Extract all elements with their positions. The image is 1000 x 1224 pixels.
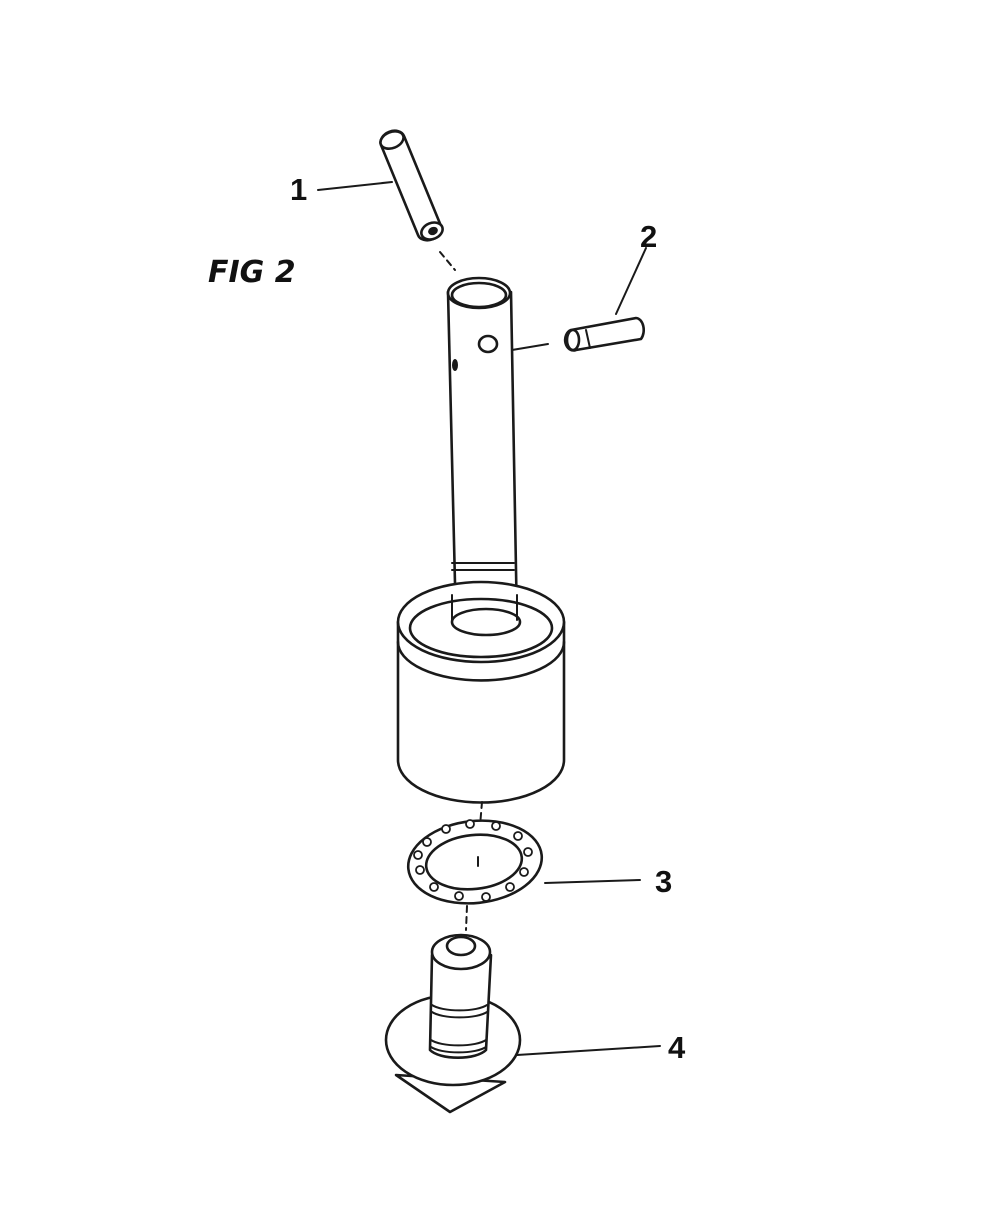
- callout-1: 1: [290, 172, 307, 207]
- part-1-pin: [379, 129, 456, 271]
- figure-title: FIG 2: [208, 255, 296, 290]
- part-4-base: [384, 933, 522, 1114]
- callout-3: 3: [655, 864, 672, 899]
- callout-4: 4: [668, 1030, 686, 1065]
- shaft: [446, 276, 519, 627]
- cylinder-body: [396, 580, 566, 804]
- callout-2: 2: [640, 219, 657, 254]
- part-2-screw: [511, 316, 645, 352]
- leader-lines: [317, 181, 661, 1056]
- part-3-bearing-ring: [406, 819, 544, 905]
